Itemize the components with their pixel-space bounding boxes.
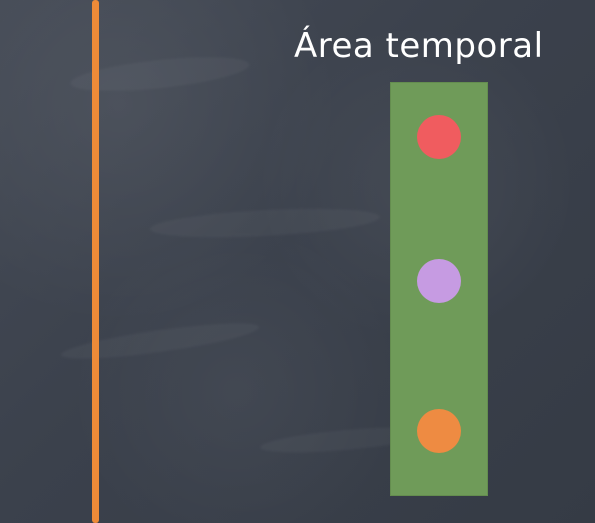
timeline-line <box>92 0 99 523</box>
chalk-smudge <box>149 204 380 242</box>
orange-dot <box>417 409 461 453</box>
temporal-area <box>390 82 488 496</box>
chalk-smudge <box>59 316 260 366</box>
red-dot <box>417 115 461 159</box>
area-label: Área temporal <box>294 26 544 66</box>
purple-dot <box>417 259 461 303</box>
